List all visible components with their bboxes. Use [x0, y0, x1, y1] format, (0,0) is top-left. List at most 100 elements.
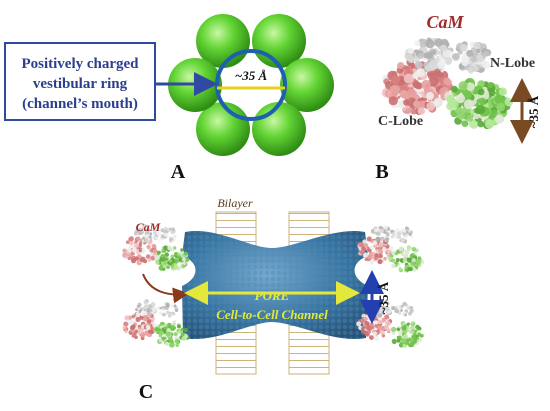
atom	[374, 253, 379, 257]
atom	[395, 309, 400, 314]
atom	[147, 329, 152, 334]
atom	[442, 49, 451, 58]
atom	[406, 227, 410, 231]
atom	[134, 329, 138, 333]
atom	[124, 329, 128, 334]
atom	[414, 329, 418, 333]
atom	[180, 248, 184, 252]
atom	[408, 232, 412, 236]
length-label-c: ~35 Å	[376, 281, 391, 314]
atom	[462, 90, 473, 100]
atom	[180, 332, 185, 337]
atom	[401, 325, 407, 331]
atom	[168, 259, 173, 263]
atom	[161, 308, 165, 311]
atom	[173, 304, 177, 308]
atom	[403, 234, 408, 239]
atom	[122, 325, 127, 330]
atom	[426, 102, 436, 111]
atom	[147, 258, 151, 262]
atom	[137, 304, 141, 308]
atom	[166, 227, 169, 231]
atom	[383, 256, 387, 261]
atom	[145, 324, 151, 330]
atom	[405, 230, 409, 234]
atom	[397, 62, 405, 70]
atom	[383, 324, 390, 331]
atom	[403, 73, 414, 84]
atom	[395, 228, 400, 233]
atom	[390, 229, 394, 233]
atom	[165, 302, 170, 307]
atom	[374, 228, 379, 233]
atom	[400, 228, 405, 233]
atom	[131, 314, 136, 319]
atom	[149, 232, 153, 236]
atom	[425, 39, 435, 49]
atom	[142, 310, 147, 316]
atom	[406, 322, 410, 326]
panel-b-label: B	[375, 161, 388, 183]
atom	[371, 230, 375, 234]
atom	[145, 254, 151, 259]
atom	[157, 232, 162, 236]
atom	[139, 330, 143, 334]
atom	[367, 254, 373, 260]
atom	[158, 338, 163, 343]
atom	[175, 339, 180, 344]
atom	[373, 335, 379, 341]
atom	[460, 43, 468, 52]
atom	[396, 338, 401, 343]
atom	[162, 264, 166, 268]
atom	[125, 255, 129, 259]
atom	[168, 323, 172, 328]
atom	[127, 319, 131, 324]
atom	[153, 249, 158, 254]
atom	[160, 254, 166, 259]
atom	[122, 248, 127, 253]
atom	[136, 236, 141, 241]
atom	[380, 327, 385, 331]
atom	[151, 243, 157, 249]
atom	[404, 249, 410, 255]
atom	[169, 237, 173, 242]
atom	[384, 300, 388, 304]
atom	[127, 256, 131, 260]
atom	[167, 313, 172, 318]
atom	[163, 245, 169, 251]
atom	[147, 319, 151, 324]
atom	[444, 78, 452, 86]
vestibular-ring	[215, 49, 287, 121]
atom	[385, 232, 390, 237]
atom	[402, 321, 406, 326]
atom	[470, 55, 478, 63]
channel-label: Cell-to-Cell Channel	[216, 307, 328, 322]
atom	[451, 85, 458, 93]
atom	[146, 244, 151, 249]
atom	[130, 324, 136, 330]
green-sphere	[252, 102, 306, 156]
atom	[412, 72, 419, 79]
atom	[139, 241, 143, 245]
atom	[477, 120, 485, 128]
atom	[134, 335, 138, 340]
atom	[411, 258, 416, 263]
atom	[406, 257, 410, 261]
atom	[154, 254, 160, 260]
atom	[383, 225, 388, 230]
atom	[433, 68, 442, 77]
atom	[367, 329, 372, 334]
atom	[473, 65, 479, 72]
atom	[391, 326, 397, 332]
calmodulin-top-left	[122, 224, 190, 271]
calmodulin-bottom-left	[122, 299, 190, 348]
atom	[410, 325, 415, 330]
atom	[169, 342, 174, 348]
atom	[135, 228, 139, 232]
atom	[375, 248, 379, 253]
atom	[364, 243, 369, 248]
atom	[396, 305, 401, 309]
atom	[159, 306, 163, 310]
atom	[385, 237, 389, 241]
atom	[174, 308, 179, 312]
